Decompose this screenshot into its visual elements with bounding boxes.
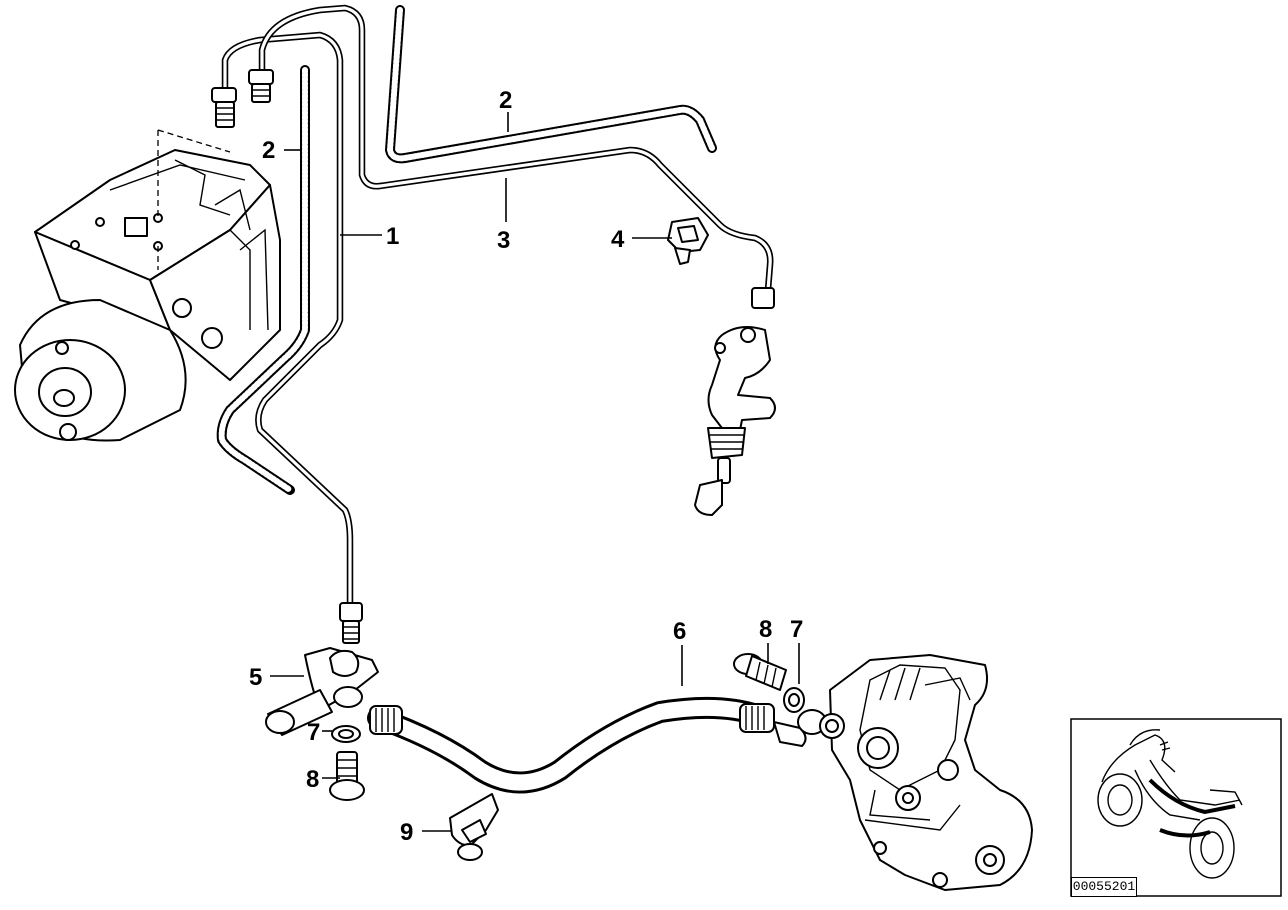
brake-pipe-3 xyxy=(258,4,774,294)
callout-3: 3 xyxy=(497,178,510,254)
callout-label-8b: 8 xyxy=(759,616,772,643)
callout-8b: 8 xyxy=(759,616,772,664)
line-fitting-assembly xyxy=(265,602,379,736)
pipe-clip-4 xyxy=(667,217,709,265)
callout-2a: 2 xyxy=(262,137,300,164)
callout-label-7b: 7 xyxy=(790,616,803,643)
callout-label-1: 1 xyxy=(386,223,399,250)
callout-label-3: 3 xyxy=(497,227,510,254)
callout-label-6: 6 xyxy=(673,618,686,645)
callout-8a: 8 xyxy=(306,766,340,793)
abs-pressure-modulator xyxy=(14,129,281,442)
reference-number: 00055201 xyxy=(1071,877,1137,897)
banjo-bolts-and-seals xyxy=(329,653,805,801)
callout-label-7a: 7 xyxy=(307,719,320,746)
callout-7a: 7 xyxy=(307,719,332,746)
callout-label-2b: 2 xyxy=(499,87,512,114)
callout-label-9: 9 xyxy=(400,819,413,846)
rear-brake-caliper xyxy=(819,654,1033,891)
rear-master-cylinder xyxy=(694,287,776,516)
callout-label-4: 4 xyxy=(611,226,625,253)
callout-7b: 7 xyxy=(790,616,803,684)
callout-2b: 2 xyxy=(499,87,512,132)
protective-sleeve-2-right xyxy=(385,5,717,164)
protective-sleeve-2-left xyxy=(216,65,310,495)
callout-6: 6 xyxy=(673,618,686,686)
brake-pipe-1 xyxy=(221,31,354,609)
callout-9: 9 xyxy=(400,819,452,846)
callout-5: 5 xyxy=(249,664,304,691)
callout-label-8a: 8 xyxy=(306,766,319,793)
callout-label-2a: 2 xyxy=(262,137,275,164)
callout-label-5: 5 xyxy=(249,664,262,691)
abs-pipe-fittings xyxy=(211,69,274,128)
motorcycle-location-thumbnail xyxy=(1070,718,1282,897)
brake-hose-6 xyxy=(367,696,827,794)
callout-1: 1 xyxy=(340,223,399,250)
callout-4: 4 xyxy=(611,226,672,253)
hose-clip-9 xyxy=(449,793,499,861)
